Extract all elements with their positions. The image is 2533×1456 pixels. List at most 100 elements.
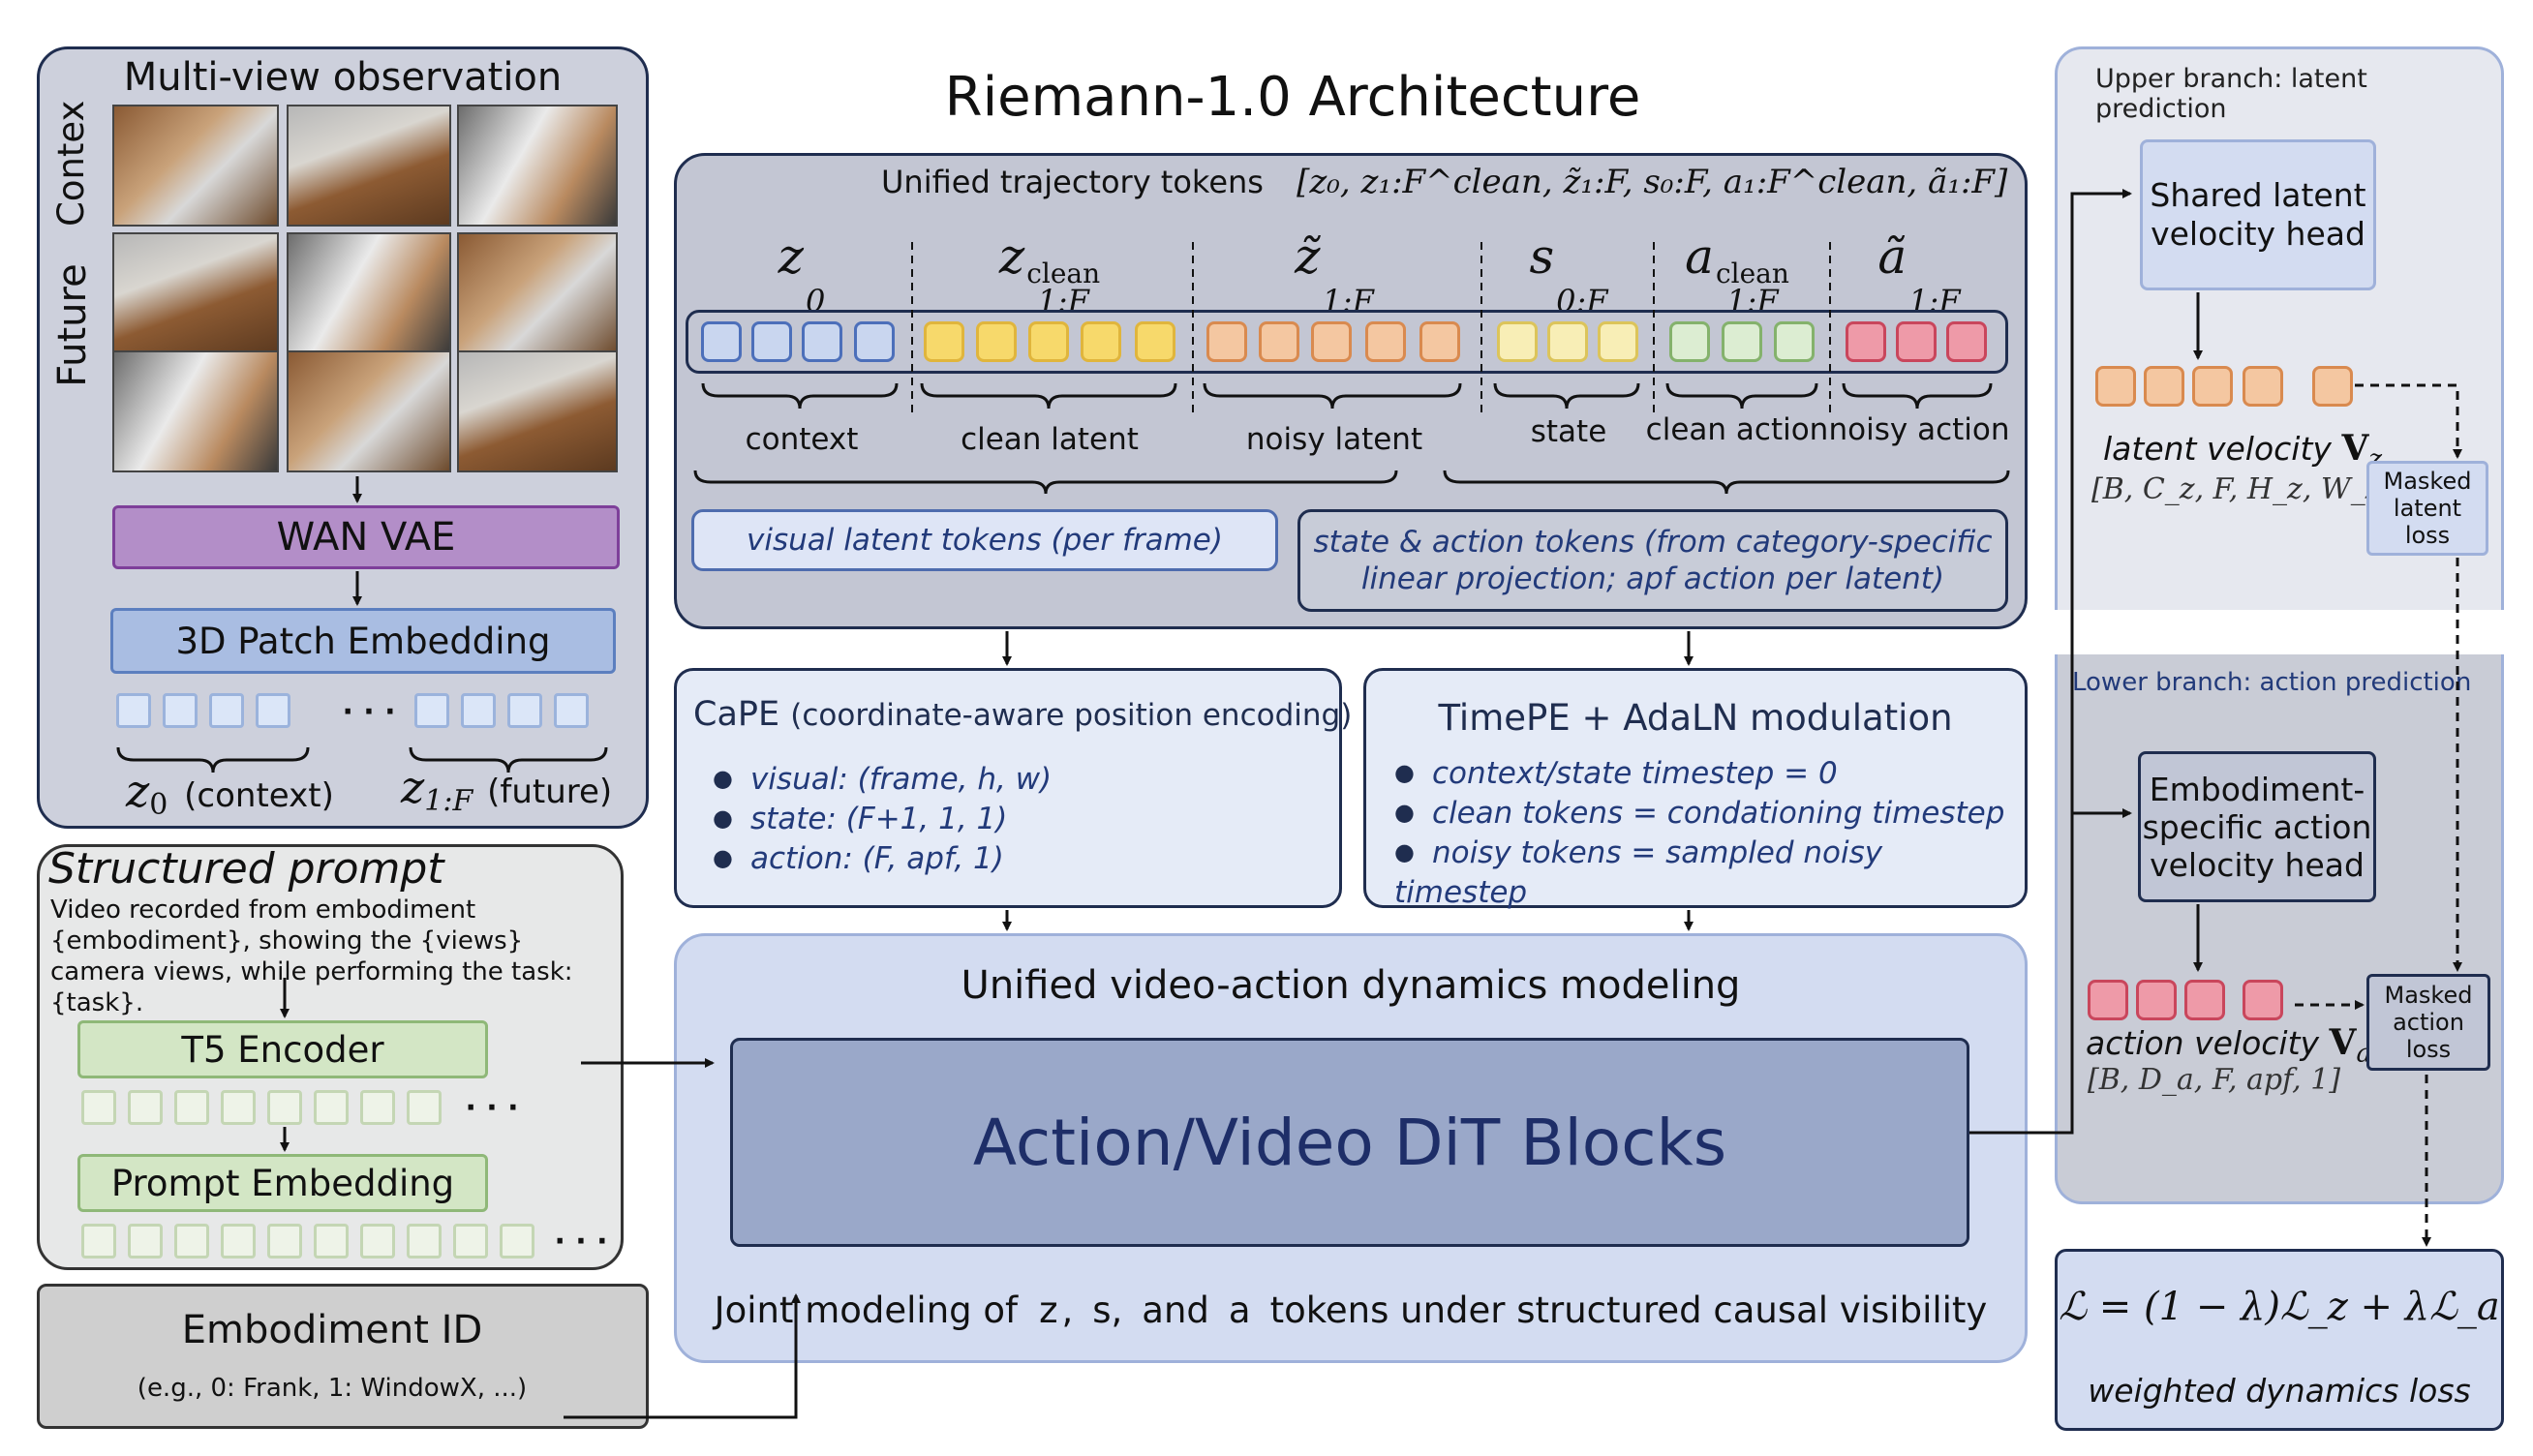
dynamics-title: Unified video-action dynamics modeling	[961, 963, 1741, 1008]
loss-panel	[2055, 1249, 2504, 1431]
clean-latent-token	[1081, 321, 1121, 362]
latent-velocity-token	[2144, 366, 2184, 407]
action-velocity-token	[2088, 980, 2128, 1020]
patch-token	[507, 693, 542, 728]
noisy-latent-token	[1365, 321, 1406, 362]
z0-context-label: z0 (context)	[126, 765, 334, 822]
state-token	[1547, 321, 1588, 362]
prompt-embedding-token	[314, 1224, 349, 1259]
t5-token	[314, 1090, 349, 1125]
t5-token	[174, 1090, 209, 1125]
clean-latent-token	[1028, 321, 1069, 362]
timepe-item: noisy tokens = sampled noisy timestep	[1394, 834, 2014, 912]
cape-title: CaPE (coordinate-aware position encoding…	[693, 695, 1353, 734]
prompt-embedding-token	[174, 1224, 209, 1259]
cape-item: visual: (frame, h, w)	[713, 761, 1313, 801]
token-group-label: clean action	[1645, 412, 1829, 447]
patch-token	[209, 693, 244, 728]
shared-latent-head: Shared latent velocity head	[2140, 139, 2376, 290]
pe-ellipsis: · · ·	[554, 1224, 608, 1259]
patch-embedding-box: 3D Patch Embedding	[110, 608, 616, 674]
noisy-latent-token	[1206, 321, 1247, 362]
context-row-label: Contex	[50, 100, 92, 227]
token-group-symbol-scripts: 1:F	[1908, 261, 1960, 317]
prompt-embedding-token	[453, 1224, 488, 1259]
embodiment-action-head: Embodiment-specific action velocity head	[2138, 751, 2376, 902]
loss-caption: weighted dynamics loss	[2088, 1371, 2471, 1410]
state-action-note-line-1: state & action tokens (from category-spe…	[1313, 525, 1993, 560]
noisy-action-token	[1896, 321, 1937, 362]
context-token	[854, 321, 895, 362]
loss-formula: ℒ = (1 − λ)ℒ_z + λℒ_a	[2059, 1285, 2500, 1329]
token-group-symbol-base: ã	[1877, 228, 1907, 285]
camera-view-image	[287, 350, 451, 472]
state-action-note: state & action tokens (from category-spe…	[1297, 509, 2008, 612]
prompt-embedding-token	[500, 1224, 534, 1259]
prompt-text: Video recorded from embodiment {embodime…	[50, 895, 573, 1017]
prompt-embedding-token	[407, 1224, 442, 1259]
cape-item: state: (F+1, 1, 1)	[713, 801, 1313, 840]
prompt-title: Structured prompt	[48, 844, 444, 894]
masked-latent-loss: Masked latent loss	[2366, 461, 2488, 556]
token-group-symbol-base: z	[778, 228, 804, 285]
token-group-symbol-base: z̃	[1295, 228, 1321, 285]
prompt-embedding-token	[128, 1224, 163, 1259]
cape-list: visual: (frame, h, w) state: (F+1, 1, 1)…	[713, 761, 1313, 880]
trajectory-tokens-title: Unified trajectory tokens [z₀, z₁:F^clea…	[881, 163, 2008, 201]
t5-token	[407, 1090, 442, 1125]
token-group-label: noisy action	[1828, 412, 2010, 447]
patch-token	[461, 693, 496, 728]
patch-token	[256, 693, 290, 728]
token-group-label: state	[1530, 414, 1607, 449]
patch-token	[414, 693, 449, 728]
token-group-symbol: ã 1:F	[1813, 228, 2026, 317]
state-token	[1497, 321, 1538, 362]
clean-action-token	[1669, 321, 1710, 362]
action-velocity-token	[2184, 980, 2225, 1020]
camera-view-image	[287, 232, 451, 354]
token-group-symbol-base: a	[1685, 228, 1714, 285]
timepe-item: clean tokens = condationing timestep	[1394, 795, 2014, 834]
camera-view-image	[287, 105, 451, 227]
embodiment-panel	[37, 1284, 649, 1429]
token-group-symbol: z̃ 1:F	[1228, 228, 1441, 317]
wan-vae-box: WAN VAE	[112, 505, 620, 569]
lower-branch-panel	[2055, 654, 2504, 1204]
action-velocity-token	[2243, 980, 2283, 1020]
latent-velocity-token	[2095, 366, 2136, 407]
token-group-superscript: clean	[1026, 258, 1101, 289]
timepe-list: context/state timestep = 0 clean tokens …	[1394, 755, 2014, 912]
latent-velocity-token	[2192, 366, 2233, 407]
camera-view-image	[112, 350, 279, 472]
latent-velocity-label: latent velocity Vz	[2103, 428, 2383, 474]
context-token	[751, 321, 792, 362]
token-group-symbol-scripts: 0	[806, 261, 825, 317]
future-row-label: Future	[50, 263, 95, 387]
clean-latent-token	[924, 321, 964, 362]
token-group-label: context	[745, 422, 859, 457]
noisy-action-token	[1846, 321, 1886, 362]
timepe-title: TimePE + AdaLN modulation	[1438, 696, 1953, 739]
observation-title: Multi-view observation	[123, 55, 563, 100]
token-group-symbol-scripts: 0:F	[1556, 261, 1607, 317]
token-group-symbol-scripts: 1:F	[1323, 261, 1374, 317]
token-group-symbol-base: z	[998, 228, 1025, 285]
t5-token	[81, 1090, 116, 1125]
patch-token	[116, 693, 151, 728]
camera-view-image	[457, 105, 618, 227]
action-velocity-token	[2136, 980, 2177, 1020]
visual-latent-note: visual latent tokens (per frame)	[691, 509, 1278, 571]
cape-item: action: (F, apf, 1)	[713, 840, 1313, 880]
embodiment-title: Embodiment ID	[181, 1308, 483, 1352]
context-token	[701, 321, 742, 362]
noisy-latent-token	[1419, 321, 1460, 362]
embodiment-example: (e.g., 0: Frank, 1: WindowX, ...)	[137, 1374, 528, 1403]
patch-ellipsis: · · ·	[342, 694, 396, 729]
timepe-item: context/state timestep = 0	[1394, 755, 2014, 795]
state-action-note-line-2: linear projection; apf action per latent…	[1360, 561, 1945, 596]
diagram-title: Riemann-1.0 Architecture	[944, 65, 1641, 129]
action-shape: [B, D_a, F, apf, 1]	[2088, 1063, 2341, 1097]
